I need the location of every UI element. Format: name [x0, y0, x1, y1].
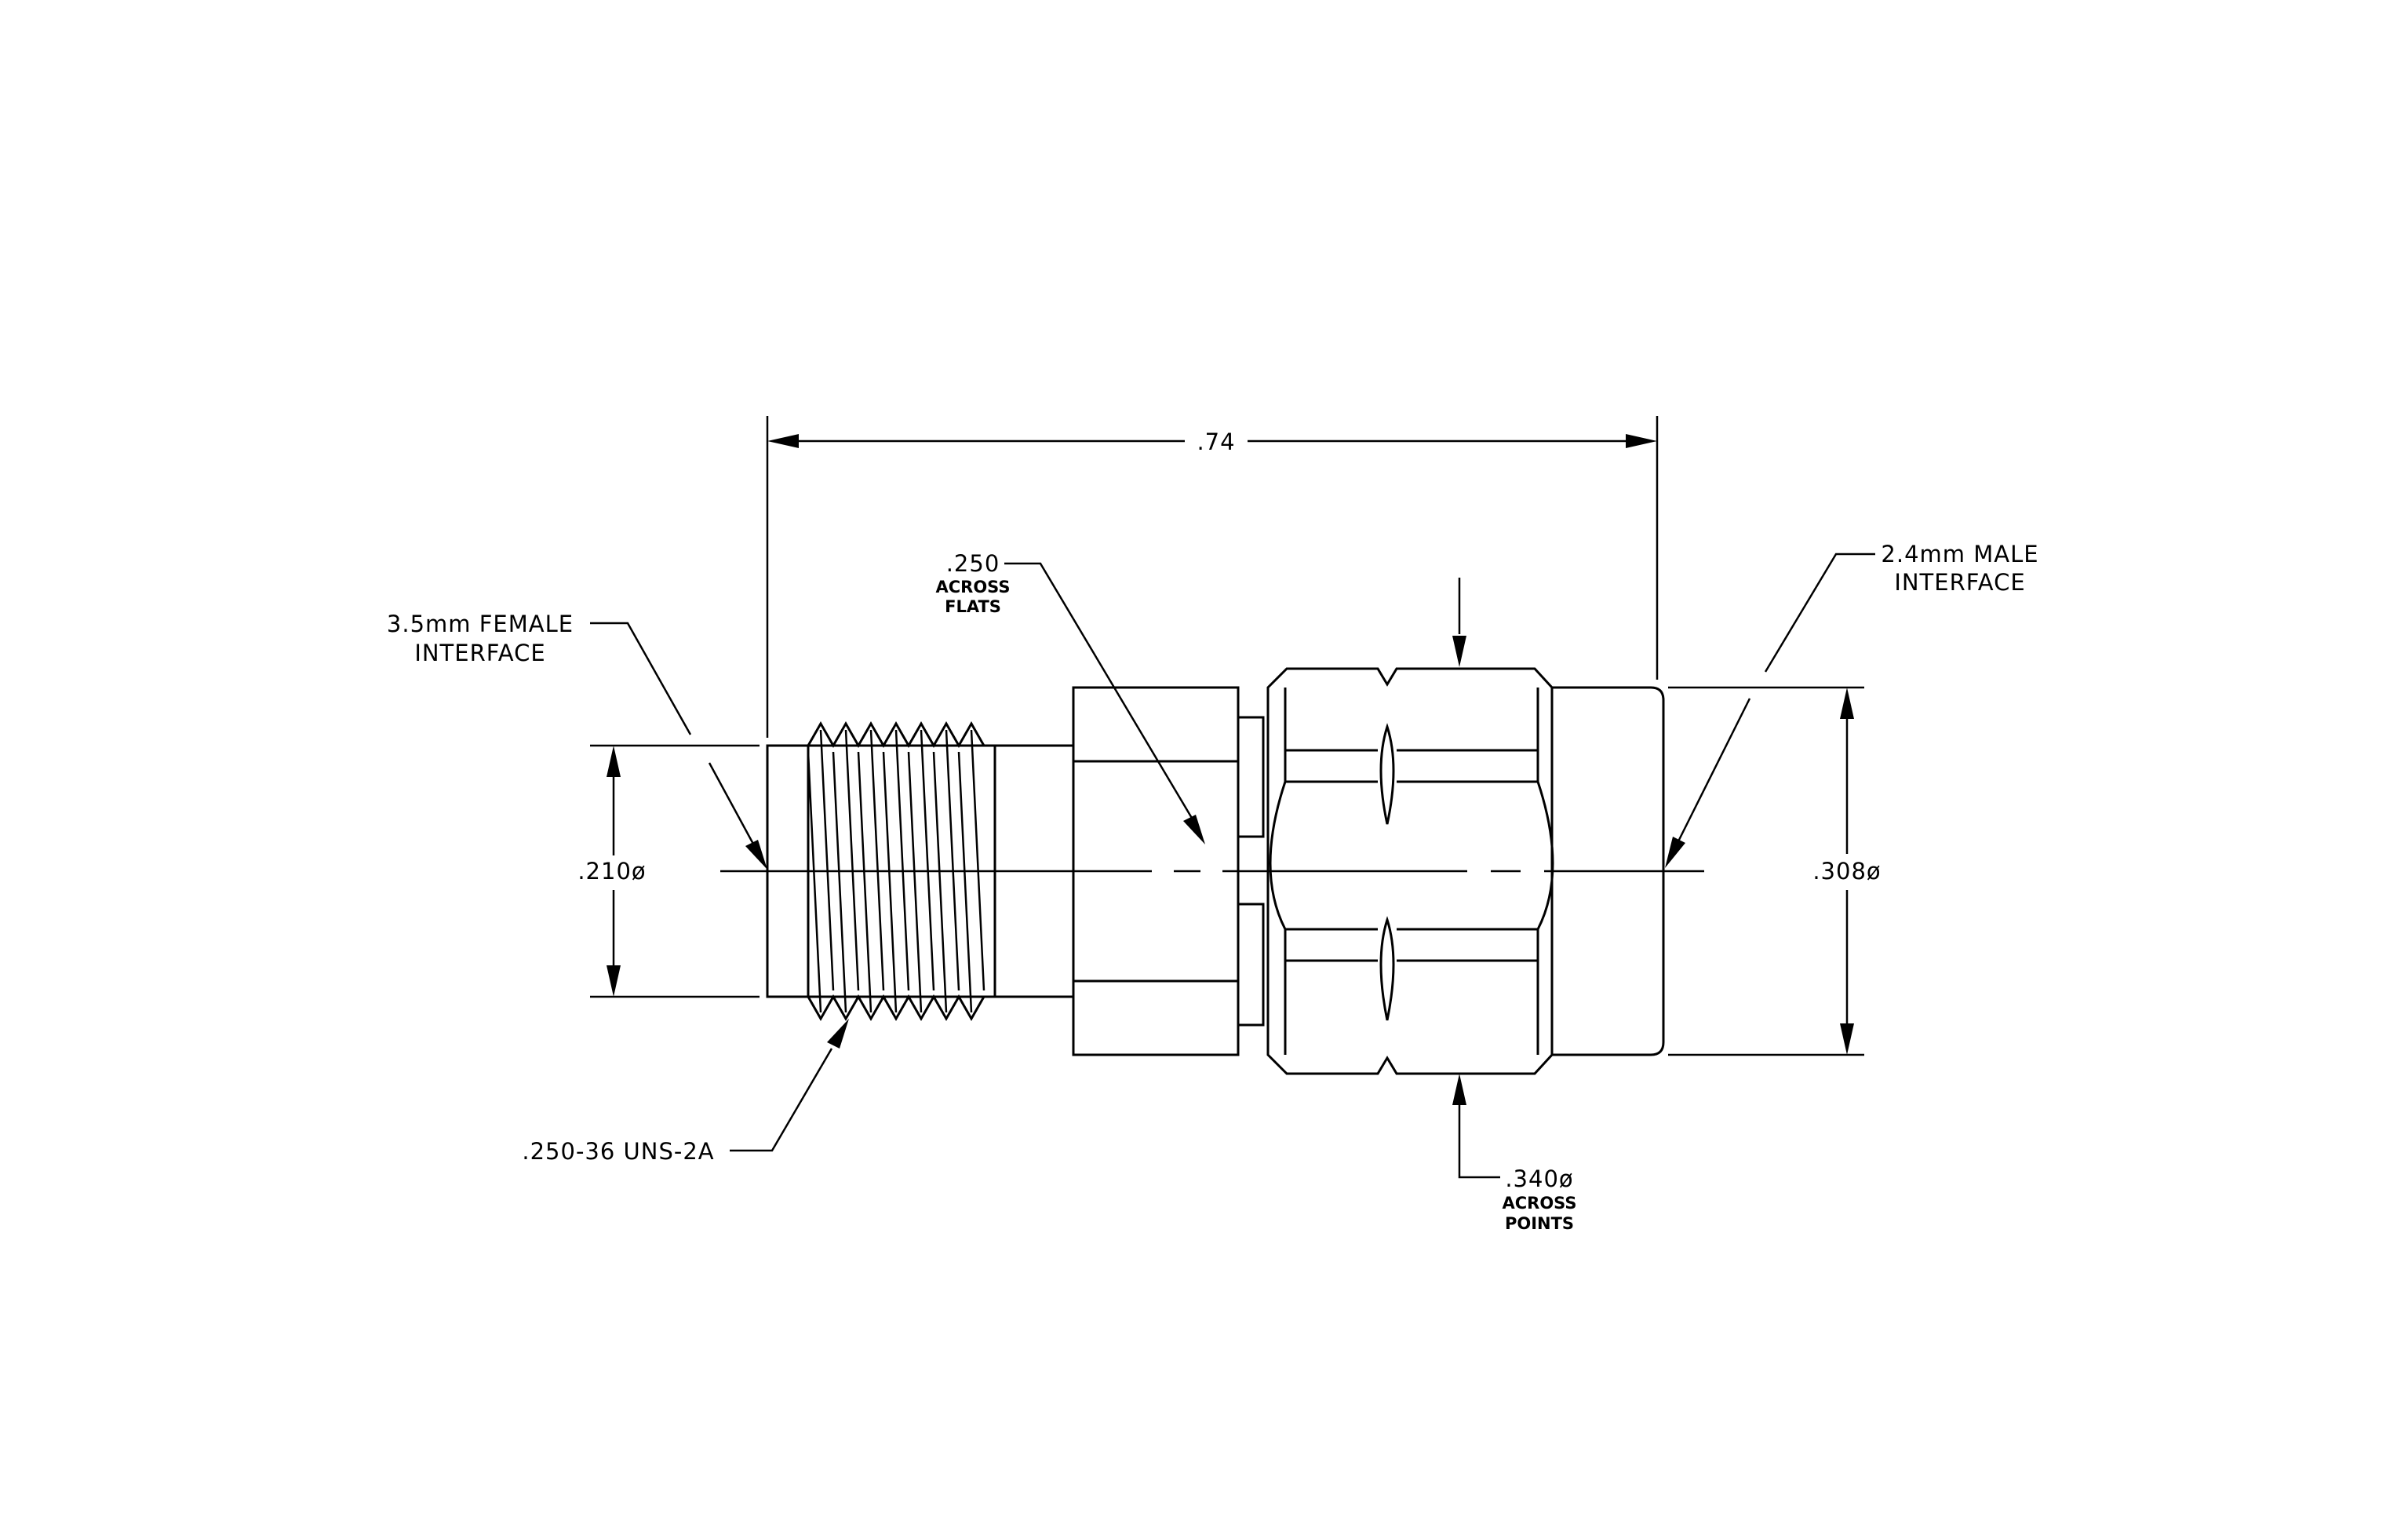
overall-length-dimension: .74	[766, 416, 1659, 738]
collar	[1238, 716, 1265, 1027]
male-interface-line2: INTERFACE	[1894, 569, 2025, 596]
thread-spec-callout: .250-36 UNS-2A	[522, 1019, 849, 1165]
hex-flats-line1: ACROSS	[936, 578, 1011, 596]
connector-body	[766, 667, 1665, 1075]
hex-flats-callout: .250 ACROSS FLATS	[936, 550, 1205, 844]
female-interface-line2: INTERFACE	[414, 640, 545, 666]
female-diameter-dimension: .210ø	[577, 744, 760, 998]
hex-points-callout: .340ø ACROSS POINTS	[1452, 578, 1577, 1233]
hex-points-line1: ACROSS	[1503, 1194, 1577, 1213]
hex-points-value: .340ø	[1505, 1165, 1573, 1192]
female-interface-callout: 3.5mm FEMALE INTERFACE	[387, 611, 767, 870]
neck	[995, 744, 1073, 998]
flats-body	[1072, 686, 1240, 1056]
hex-flats-line2: FLATS	[945, 597, 1001, 616]
overall-length-label: .74	[1197, 429, 1235, 455]
male-interface-callout: 2.4mm MALE INTERFACE	[1665, 541, 2038, 868]
female-diameter-label: .210ø	[577, 858, 646, 885]
hex-points-line2: POINTS	[1505, 1214, 1574, 1233]
hex-coupling-nut	[1266, 667, 1554, 1075]
male-diameter-dimension: .308ø	[1668, 686, 1881, 1056]
male-diameter-label: .308ø	[1812, 858, 1881, 885]
female-interface-line1: 3.5mm FEMALE	[387, 611, 574, 637]
male-interface-line1: 2.4mm MALE	[1881, 541, 2038, 567]
thread-spec-label: .250-36 UNS-2A	[522, 1138, 714, 1165]
hex-flats-value: .250	[946, 550, 1000, 577]
